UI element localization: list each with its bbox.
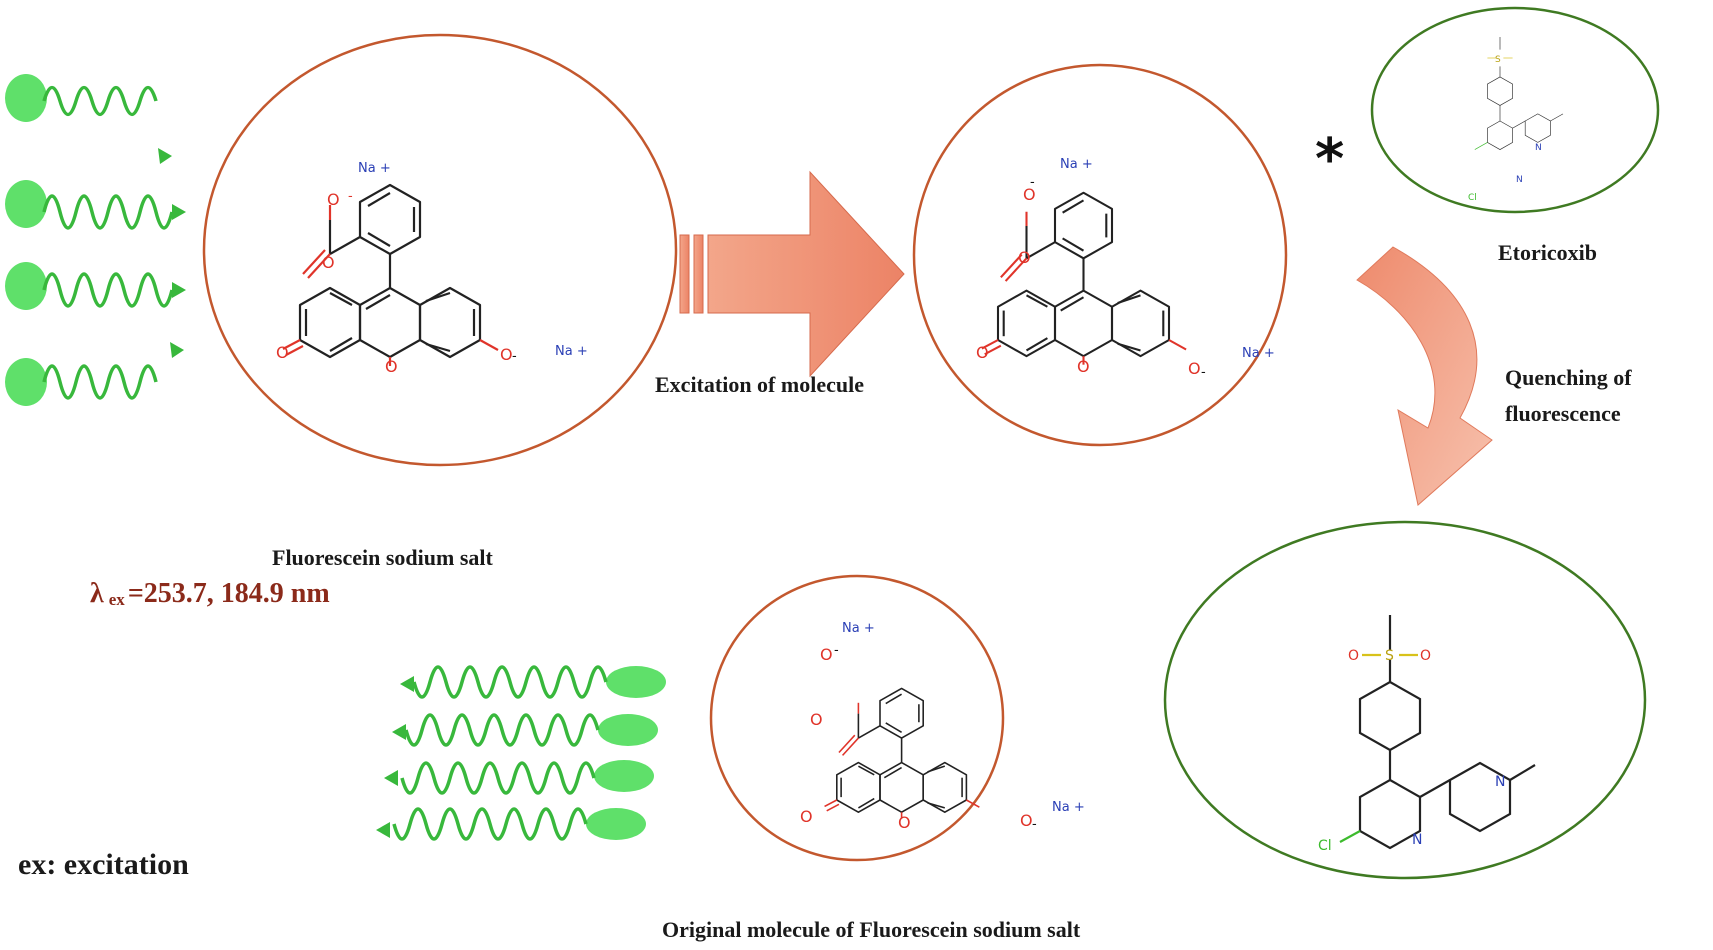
sodium-label: Na + — [1242, 346, 1275, 361]
chlorine-label: Cl — [1318, 838, 1332, 854]
minus-label: - — [512, 349, 517, 364]
etoricoxib-structure-large — [1339, 615, 1536, 850]
oxygen-label: O — [898, 813, 911, 832]
emitted-photon — [392, 713, 658, 747]
fluorescein-structure — [281, 183, 500, 368]
minus-label: - — [834, 643, 839, 658]
fluorescein-label: Fluorescein sodium salt — [272, 545, 493, 570]
lambda-symbol: λ — [90, 578, 104, 609]
oxygen-label: O — [1020, 811, 1033, 830]
oxygen-label: O — [820, 645, 833, 664]
original-fluorescein-structure — [823, 687, 981, 820]
sulfur-label: S — [1385, 648, 1394, 664]
abbreviation-note: ex: excitation — [18, 848, 189, 881]
light-photon — [5, 180, 186, 230]
oxygen-label: O — [810, 710, 823, 729]
oxygen-label: O — [800, 807, 813, 826]
oxygen-label: O — [1077, 357, 1090, 376]
minus-label: - — [1030, 175, 1035, 190]
nitrogen-label: N — [1535, 143, 1542, 153]
incoming-light-waves — [5, 74, 186, 406]
light-photon — [5, 342, 184, 406]
quenching-arrow — [1356, 246, 1493, 506]
nitrogen-label: N — [1495, 774, 1505, 790]
oxygen-label: O — [322, 253, 335, 272]
etoricoxib-large-circle — [1163, 520, 1647, 880]
oxygen-label: O — [976, 343, 989, 362]
oxygen-label: O — [385, 357, 398, 376]
oxygen-label: O — [1420, 648, 1431, 664]
excited-state-marker: * — [1315, 127, 1345, 192]
oxygen-label: O — [1023, 185, 1036, 204]
light-photon — [5, 74, 172, 164]
original-fluorescein-circle — [709, 574, 1005, 862]
excited-fluorescein-circle — [912, 63, 1288, 447]
original-molecule-label: Original molecule of Fluorescein sodium … — [662, 917, 1081, 942]
lambda-subscript: ex — [108, 590, 125, 609]
excitation-label: Excitation of molecule — [655, 372, 864, 397]
wavelength-value: =253.7, 184.9 nm — [127, 578, 330, 609]
atom-labels: Na + O - O O O O - Na + Na + O - O O O O… — [276, 55, 1542, 854]
sulfur-label: S — [1495, 55, 1501, 65]
sodium-label: Na + — [1060, 157, 1093, 172]
emitted-photon — [400, 665, 666, 699]
minus-label: - — [1032, 817, 1037, 832]
oxygen-label: O — [1018, 248, 1031, 267]
sodium-label: Na + — [358, 161, 391, 176]
emitted-light-waves — [376, 665, 666, 841]
sodium-label: Na + — [842, 621, 875, 636]
oxygen-label: O — [327, 190, 340, 209]
light-photon — [5, 262, 186, 310]
oxygen-label: O — [500, 345, 513, 364]
fluorescein-circle — [202, 33, 678, 467]
minus-label: - — [348, 189, 353, 204]
quenching-label: Quenching of fluorescence — [1505, 365, 1632, 426]
excited-fluorescein-structure — [980, 191, 1188, 366]
chlorine-label: Cl — [1468, 193, 1477, 203]
sodium-label: Na + — [1052, 800, 1085, 815]
emitted-photon — [384, 760, 654, 795]
sodium-label: Na + — [555, 344, 588, 359]
etoricoxib-circle — [1370, 6, 1660, 214]
emitted-photon — [376, 807, 646, 841]
minus-label: - — [1201, 365, 1206, 380]
etoricoxib-structure-small — [1474, 36, 1564, 150]
oxygen-label: O — [1188, 359, 1201, 378]
nitrogen-label: N — [1516, 175, 1523, 185]
oxygen-label: O — [276, 343, 289, 362]
excitation-arrow — [679, 170, 905, 378]
nitrogen-label: N — [1412, 832, 1422, 848]
oxygen-label: O — [1348, 648, 1359, 664]
etoricoxib-label: Etoricoxib — [1498, 240, 1597, 265]
